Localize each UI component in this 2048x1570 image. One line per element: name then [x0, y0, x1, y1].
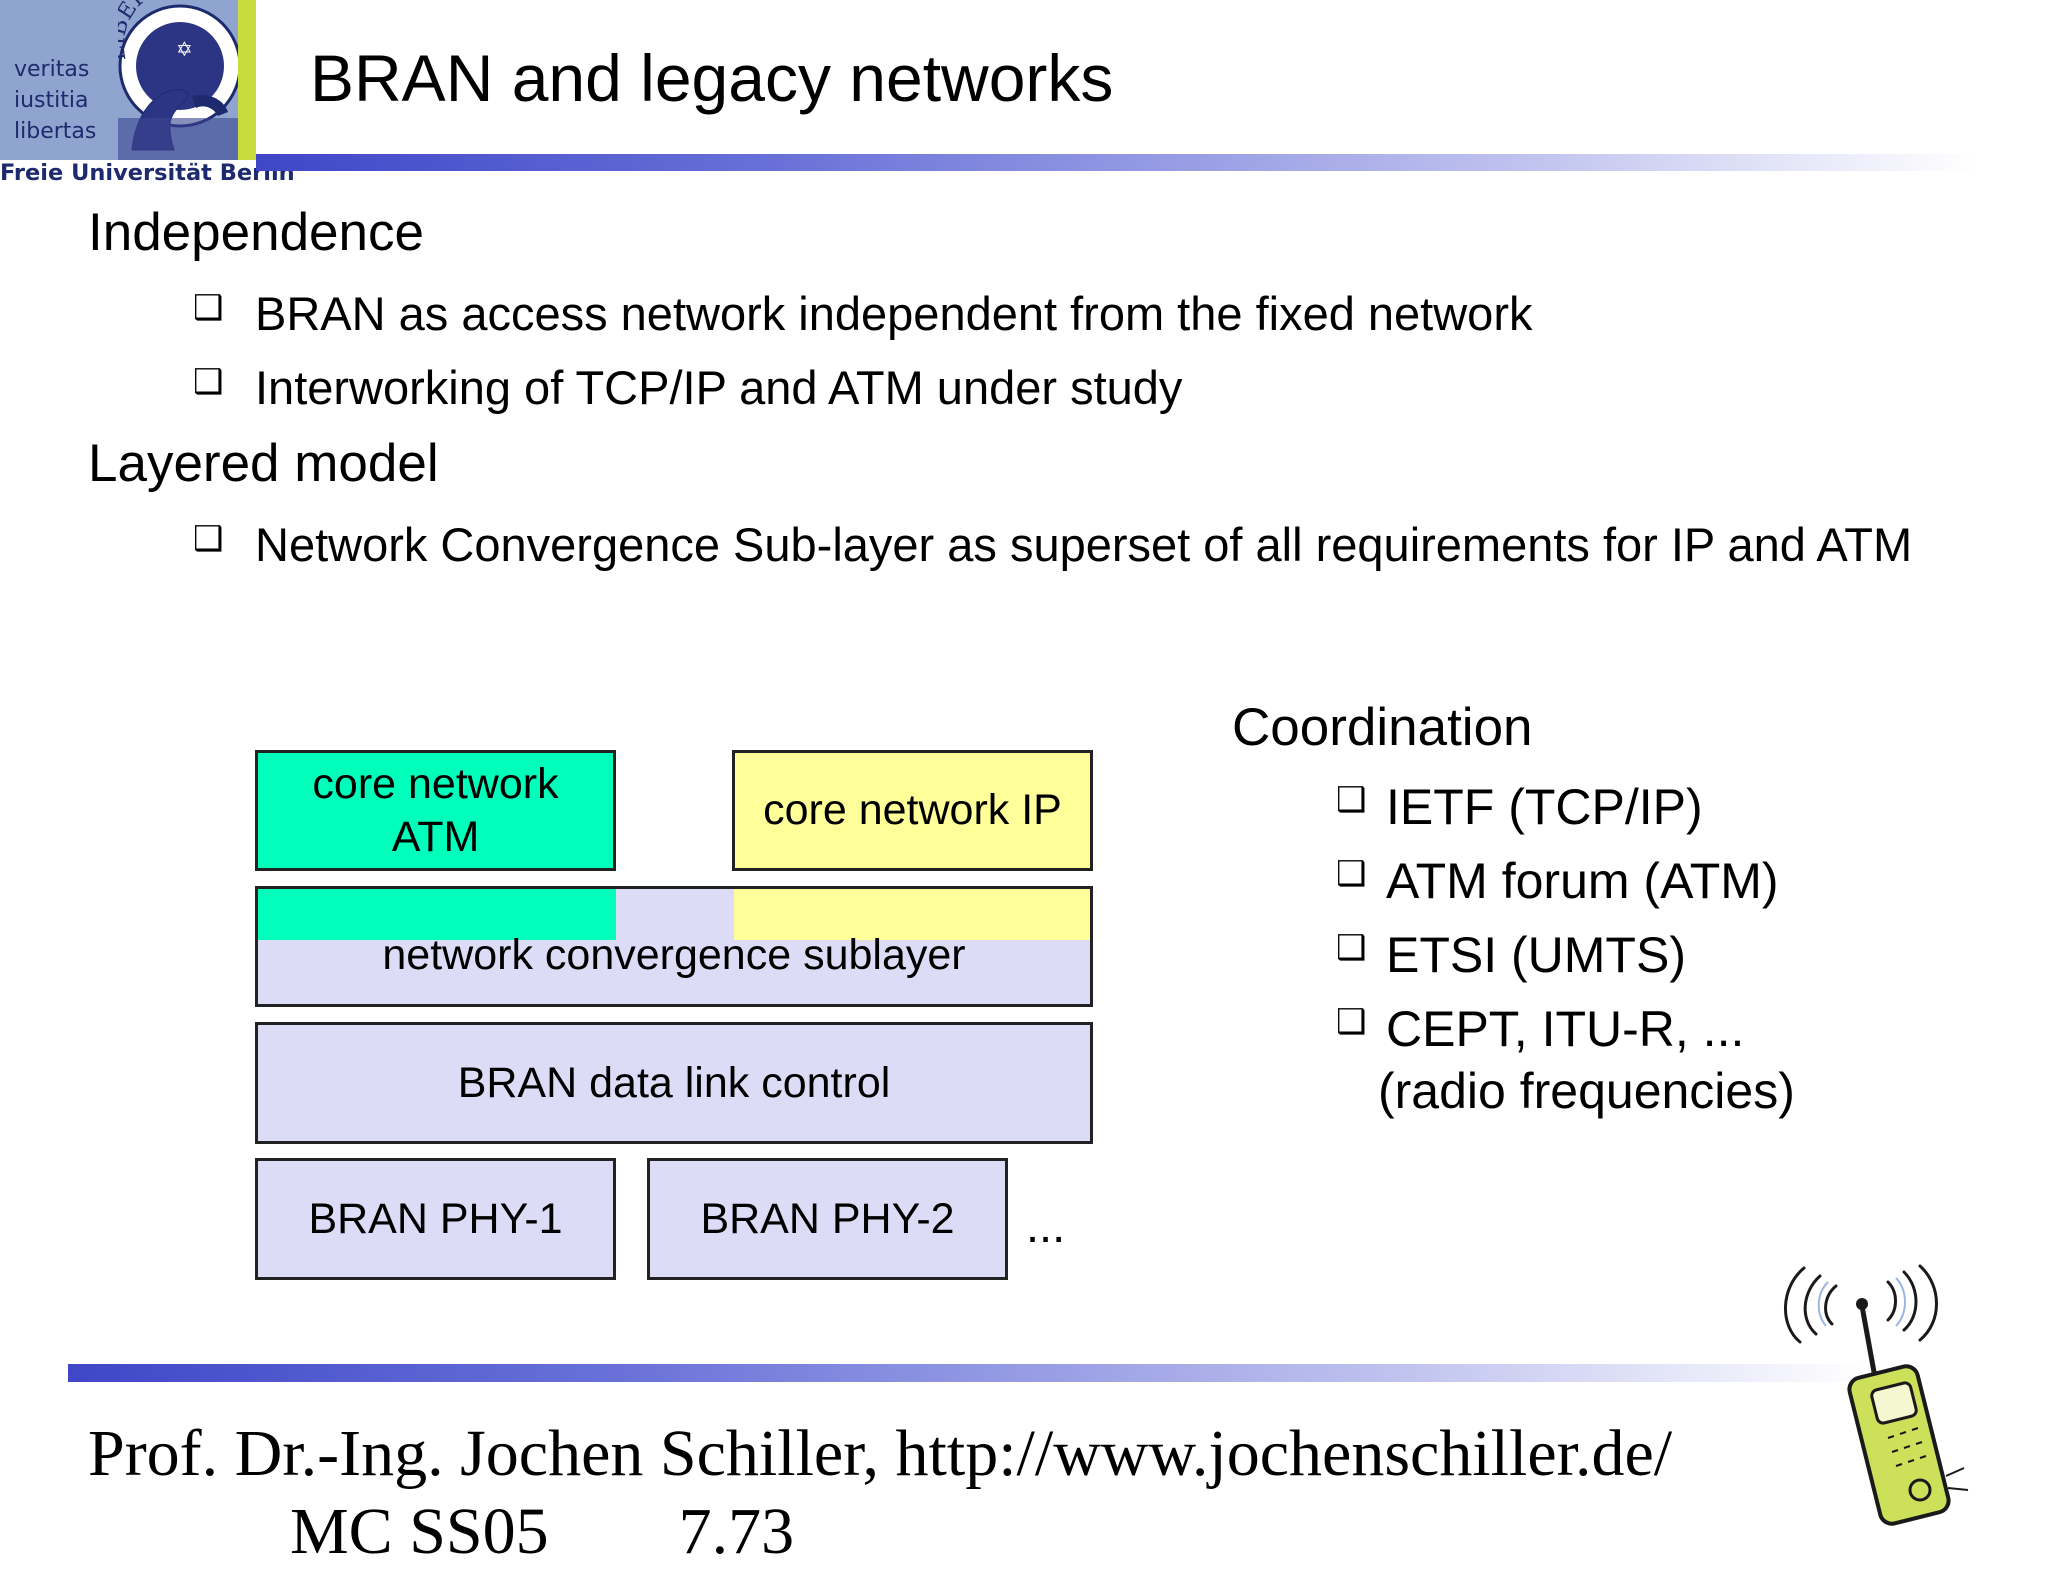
coordination-item: ETSI (UMTS): [1386, 927, 1686, 983]
coordination-item: CEPT, ITU-R, ...: [1386, 1001, 1745, 1057]
motto-line: iustitia: [14, 88, 89, 113]
slide-title: BRAN and legacy networks: [310, 41, 1114, 115]
bran-phy-2-box: BRAN PHY-2: [647, 1158, 1008, 1280]
box-label: network convergence sublayer: [382, 931, 966, 979]
coordination-item: IETF (TCP/IP): [1386, 779, 1703, 835]
box-label: BRAN data link control: [457, 1058, 891, 1107]
university-name: Freie Universität Berlin: [0, 160, 295, 186]
bullet-icon: ❑: [1336, 854, 1367, 894]
box-label: BRAN PHY-2: [700, 1194, 955, 1243]
footer-page-number: 7.73: [678, 1495, 795, 1568]
mobile-phone-icon: [1784, 1264, 1969, 1526]
bullet-text: Network Convergence Sub-layer as superse…: [255, 518, 1913, 571]
bullet-icon: ❑: [193, 288, 224, 328]
bullet-icon: ❑: [1336, 1002, 1367, 1042]
more-phy-ellipsis: ...: [1026, 1199, 1066, 1252]
footer-course: MC SS05: [290, 1495, 549, 1568]
core-network-atm-box: core network ATM: [255, 750, 616, 871]
section-heading-layered-model: Layered model: [88, 434, 439, 493]
footer-course-line: MC SS05 7.73: [290, 1494, 924, 1570]
box-label: core network IP: [763, 786, 1062, 834]
bullet-text: Interworking of TCP/IP and ATM under stu…: [255, 361, 1183, 414]
network-convergence-sublayer-box: network convergence sublayer: [255, 886, 1093, 1007]
footer-divider: [68, 1364, 1868, 1382]
ip-convergence-part: [734, 889, 1090, 940]
footer-author: Prof. Dr.-Ing. Jochen Schiller, http://w…: [88, 1417, 1673, 1490]
title-divider: [256, 154, 1976, 171]
bran-data-link-control-box: BRAN data link control: [255, 1022, 1093, 1144]
svg-text:✡: ✡: [176, 37, 193, 61]
bran-phy-1-box: BRAN PHY-1: [255, 1158, 616, 1280]
bullet-icon: ❑: [1336, 928, 1367, 968]
coordination-note: (radio frequencies): [1378, 1063, 1795, 1119]
section-heading-independence: Independence: [88, 203, 424, 262]
bullet-icon: ❑: [193, 519, 224, 559]
logo-motto: veritas iustitia libertas: [14, 54, 96, 147]
atm-convergence-part: [258, 889, 616, 940]
core-network-ip-box: core network IP: [732, 750, 1093, 871]
box-label: BRAN PHY-1: [308, 1194, 563, 1243]
university-seal-icon: LIBERTAS ✡: [118, 0, 238, 160]
logo-accent-strip: [238, 0, 256, 160]
motto-line: veritas: [14, 57, 90, 82]
motto-line: libertas: [14, 119, 97, 144]
bullet-text: BRAN as access network independent from …: [255, 287, 1533, 340]
bullet-icon: ❑: [1336, 780, 1367, 820]
university-logo: veritas iustitia libertas LIBERTAS ✡ Fre…: [0, 0, 295, 186]
box-label: core network ATM: [312, 759, 559, 861]
coordination-heading: Coordination: [1232, 698, 1533, 757]
coordination-item: ATM forum (ATM): [1386, 853, 1779, 909]
bullet-icon: ❑: [193, 362, 224, 402]
